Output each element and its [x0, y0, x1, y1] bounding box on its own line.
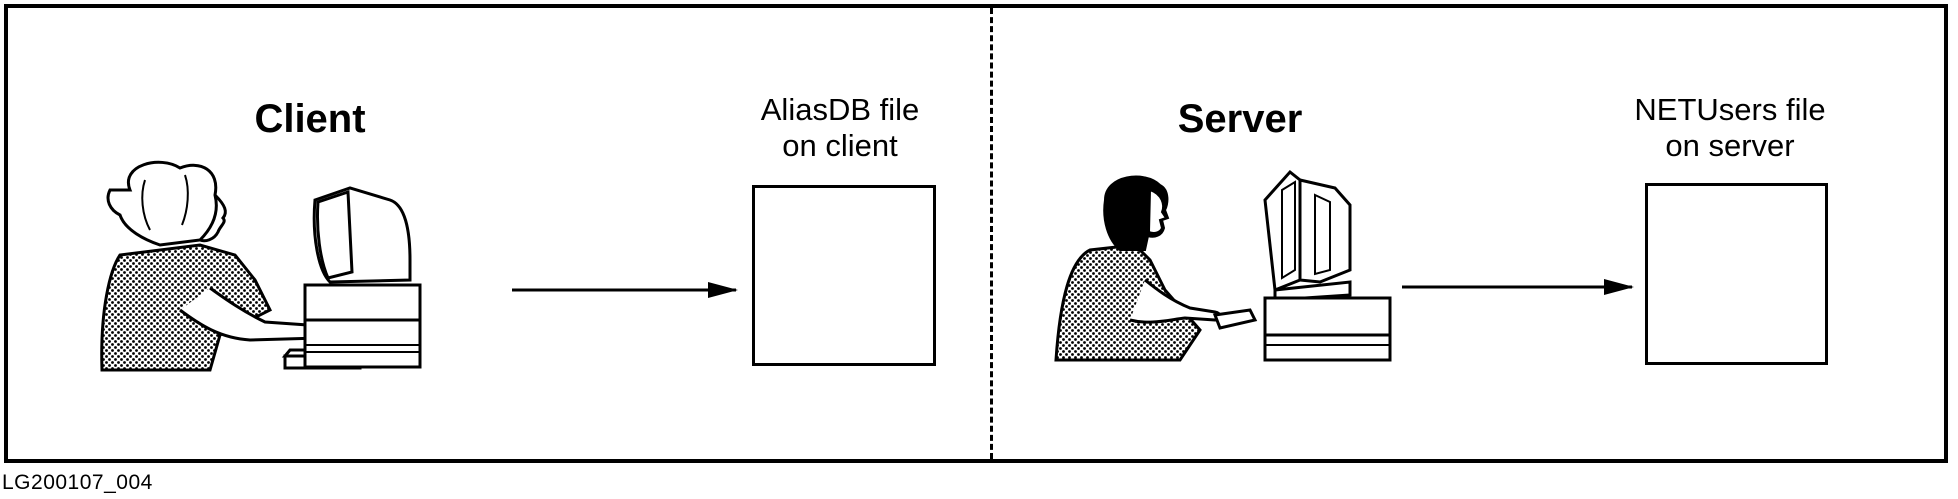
client-arrow: [512, 282, 738, 298]
server-file-label: NETUsers file on server: [1600, 92, 1860, 163]
server-file-label-line2: on server: [1665, 127, 1795, 163]
client-user-illustration: [100, 160, 422, 372]
server-file-label-line1: NETUsers file: [1634, 92, 1826, 127]
server-keyboard: [1212, 308, 1258, 330]
client-file-label-line2: on client: [782, 127, 898, 163]
client-file-label-line1: AliasDB file: [760, 92, 920, 127]
client-heading: Client: [254, 97, 366, 141]
server-arrow: [1402, 279, 1634, 295]
diagram-frame: [4, 4, 1948, 463]
client-server-divider: [990, 8, 993, 459]
client-user-hair: [106, 160, 218, 247]
client-monitor: [303, 186, 422, 369]
server-heading: Server: [1177, 97, 1303, 141]
netusers-file-box: [1645, 183, 1828, 365]
server-monitor: [1263, 169, 1392, 362]
aliasdb-file-box: [752, 185, 936, 366]
server-user-arm: [1129, 278, 1222, 324]
server-user-illustration: [1054, 169, 1392, 362]
figure-id: LG200107_004: [2, 471, 153, 494]
client-file-label: AliasDB file on client: [720, 92, 960, 163]
